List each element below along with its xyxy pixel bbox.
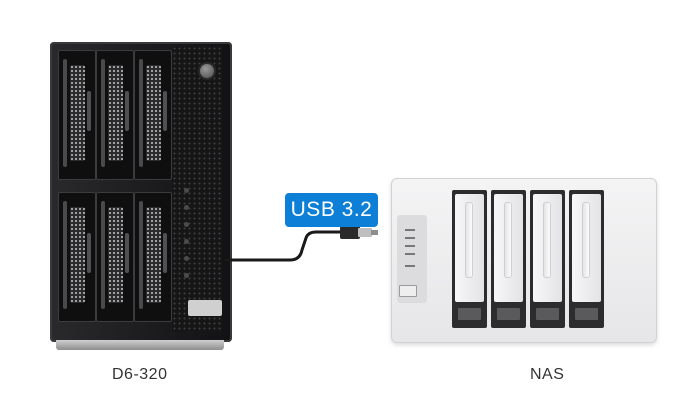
nas-drive-bay-3 [530, 190, 565, 328]
device-label-d6-320: D6-320 [112, 366, 168, 383]
usb-connector-icon [340, 226, 360, 239]
nas-drive-bay-1 [452, 190, 487, 328]
power-button-icon [200, 64, 214, 78]
device-label-nas: NAS [530, 366, 565, 383]
status-leds [184, 188, 190, 278]
usb-version-badge: USB 3.2 [285, 193, 378, 227]
drive-bay-3 [134, 50, 172, 180]
nas-drive-bay-4 [569, 190, 604, 328]
drive-bay-6 [134, 192, 172, 322]
nas-usb-port-icon [399, 285, 417, 297]
drive-bay-5 [96, 192, 134, 322]
drive-bay-1 [58, 50, 96, 180]
brand-plate [188, 300, 222, 316]
drive-bay-4 [58, 192, 96, 322]
nas-drive-bay-2 [491, 190, 526, 328]
ventilation-grille [172, 46, 222, 332]
drive-bay-2 [96, 50, 134, 180]
tower-base [56, 340, 224, 350]
